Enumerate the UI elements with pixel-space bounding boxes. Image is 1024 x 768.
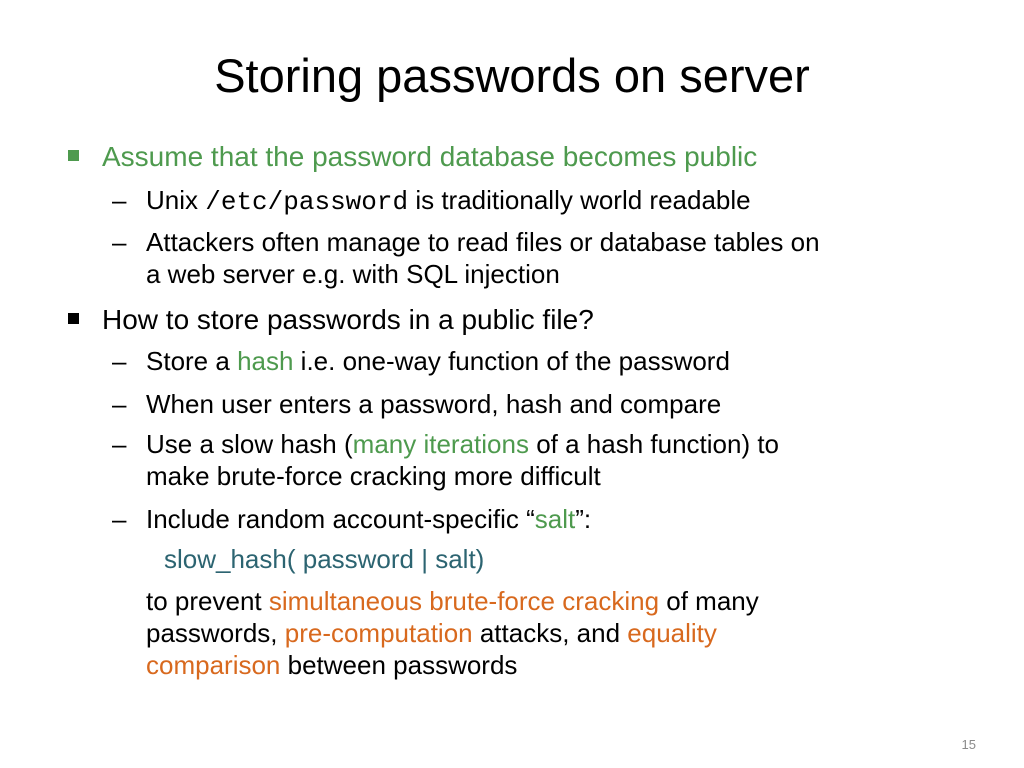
salt-continuation-line3: comparison between passwords [146,648,517,682]
sub-bullet-slow-hash-line2: make brute-force cracking more difficult [146,461,601,491]
sub-bullet-attackers-line2: a web server e.g. with SQL injection [146,259,560,289]
sub-bullet-slow-hash-line1: Use a slow hash (many iterations of a ha… [146,427,779,461]
comparison-highlight: comparison [146,650,281,680]
slide-number: 15 [961,737,976,752]
equality-highlight: equality [627,618,717,648]
dash-bullet-icon: – [112,227,127,257]
sub-bullet-unix-prefix: Unix [146,185,199,215]
sub-bullet-unix: Unix /etc/password is traditionally worl… [146,183,751,219]
sub-bullet-unix-suffix: is traditionally world readable [415,185,751,215]
many-iterations-highlight: many iterations [352,429,529,459]
pre-computation-highlight: pre-computation [284,618,473,648]
sub-bullet-salt: Include random account-specific “salt”: [146,502,591,536]
store-hash-before: Store a [146,346,238,376]
slow-hash-before: Use a slow hash ( [146,429,353,459]
simultaneous-cracking-highlight: simultaneous brute-force cracking [268,586,660,616]
bullet-2-text: How to store passwords in a public file? [102,304,594,335]
dash-bullet-icon: – [112,346,127,376]
salt-continuation-line2: passwords, pre-computation attacks, and … [146,616,717,650]
dash-bullet-icon: – [112,185,127,215]
between-passwords: between passwords [280,650,518,680]
dash-bullet-icon: – [112,504,127,534]
store-hash-after: i.e. one-way function of the password [293,346,730,376]
salt-formula: slow_hash( password | salt) [164,544,485,574]
slow-hash-after: of a hash function) to [528,429,780,459]
sub-bullet-store-hash: Store a hash i.e. one-way function of th… [146,344,730,378]
bullet-1-text: Assume that the password database become… [102,141,758,172]
dash-bullet-icon: – [112,429,127,459]
salt-after: ”: [575,504,592,534]
unix-path-code: /etc/password [205,187,409,217]
attacks-and: attacks, and [472,618,628,648]
prevent-after: of many [659,586,759,616]
square-bullet-icon [68,150,79,161]
sub-bullet-compare: When user enters a password, hash and co… [146,389,722,419]
sub-bullet-attackers-line1: Attackers often manage to read files or … [146,227,820,257]
passwords-before: passwords, [146,618,285,648]
slide-title: Storing passwords on server [214,49,810,102]
square-bullet-icon [68,313,79,324]
salt-highlight: salt [534,504,576,534]
salt-continuation-line1: to prevent simultaneous brute-force crac… [146,584,759,618]
hash-highlight: hash [237,346,294,376]
prevent-before: to prevent [146,586,269,616]
dash-bullet-icon: – [112,389,127,419]
salt-before: Include random account-specific “ [146,504,535,534]
